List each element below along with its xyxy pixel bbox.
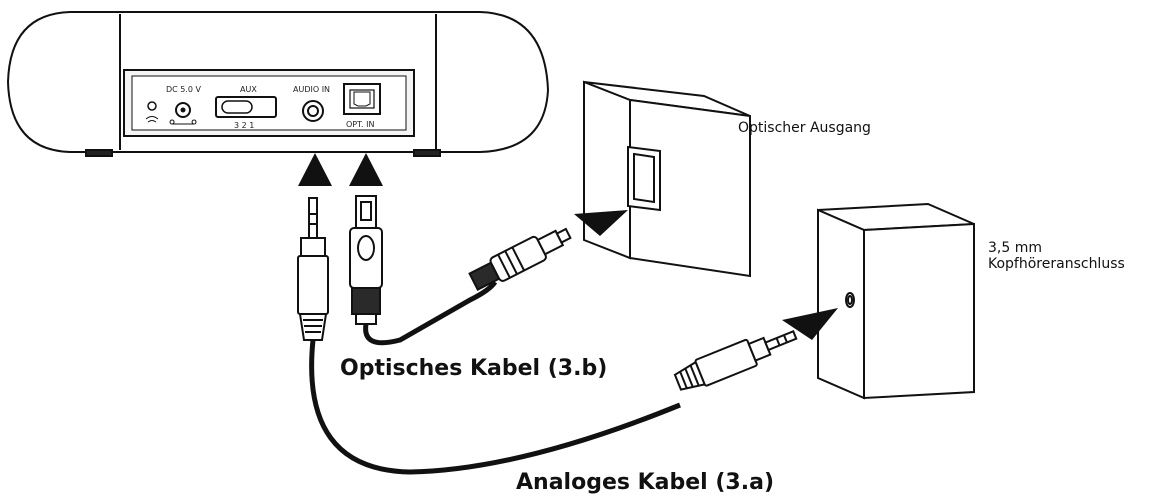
optical-cable-label: Optisches Kabel (3.b) (340, 356, 608, 381)
analog-plug-diagonal (673, 330, 798, 391)
audio-in-label: AUDIO IN (293, 85, 330, 94)
optical-cable (363, 280, 498, 346)
aux-label: AUX (240, 85, 257, 94)
optical-output-box (583, 80, 751, 278)
analog-cable (309, 339, 681, 475)
port-panel: DC 5.0 V AUX 3 2 1 AUDIO IN OPT. IN (123, 69, 415, 137)
wifi-icon (145, 116, 159, 123)
analog-cable-label: Analoges Kabel (3.a) (516, 470, 774, 495)
headphone-jack-label: 3,5 mm Kopfhöreranschluss (988, 240, 1125, 272)
headphone-jack-label-line2: Kopfhöreranschluss (988, 256, 1125, 272)
opt-in-label: OPT. IN (346, 120, 375, 129)
polarity-icon (169, 119, 197, 125)
optical-plug-vertical (349, 195, 383, 325)
arrow-to-headphone-jack-icon (782, 308, 838, 340)
optical-output-label: Optischer Ausgang (738, 120, 871, 136)
arrow-to-optical-output-icon (574, 210, 628, 236)
headphone-output-box (817, 202, 975, 400)
analog-plug-vertical (297, 197, 329, 341)
optical-plug-diagonal (468, 227, 572, 291)
arrow-up-optical-icon (349, 153, 383, 186)
aux-positions-label: 3 2 1 (234, 121, 254, 130)
headphone-jack-label-line1: 3,5 mm (988, 240, 1042, 256)
arrow-up-analog-icon (298, 153, 332, 186)
status-led-icon (147, 101, 157, 111)
dc-port-label: DC 5.0 V (166, 85, 202, 94)
